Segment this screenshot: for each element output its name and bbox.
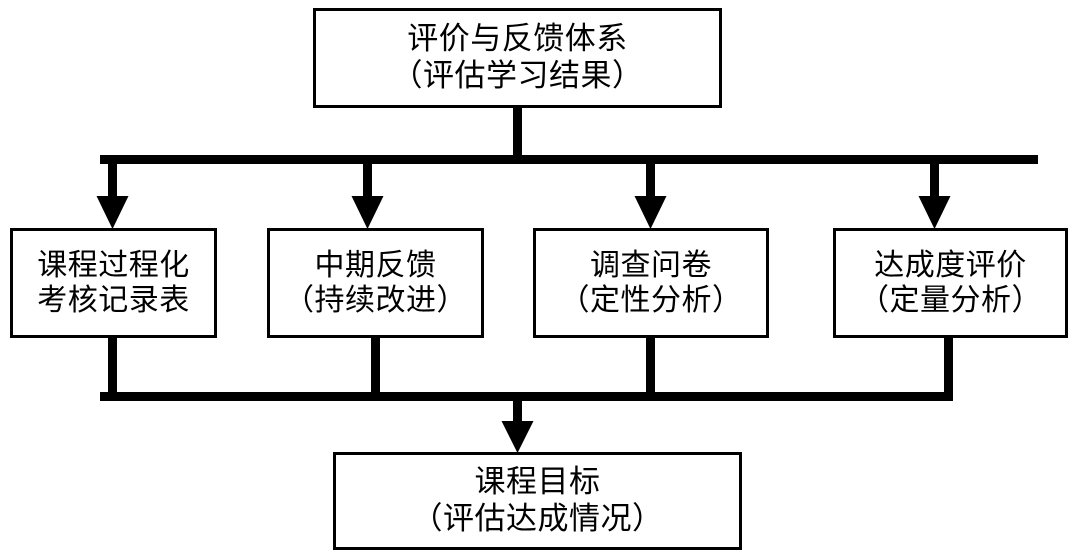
node-midterm-line1: 中期反馈 xyxy=(314,247,437,283)
node-midterm-line2: （持续改进） xyxy=(284,283,467,318)
node-root-line2: （评估学习结果） xyxy=(391,58,644,94)
arrow-root-to-attainment xyxy=(918,155,951,229)
node-attainment-line2: （定量分析） xyxy=(859,283,1042,318)
node-attainment-line1: 达成度评价 xyxy=(874,247,1027,283)
node-root[interactable]: 评价与反馈体系 （评估学习结果） xyxy=(313,8,722,108)
arrow-merge-to-goal xyxy=(501,392,534,453)
node-record-line2: 考核记录表 xyxy=(37,283,190,318)
node-midterm-feedback[interactable]: 中期反馈 （持续改进） xyxy=(267,228,484,338)
node-record-line1: 课程过程化 xyxy=(37,247,190,283)
node-goal-line2: （评估达成情况） xyxy=(411,501,664,537)
connector-survey-drop xyxy=(646,337,655,395)
node-survey-line2: （定性分析） xyxy=(559,283,743,318)
arrow-root-to-survey xyxy=(634,155,667,229)
connector-merge-bus xyxy=(100,392,953,401)
node-goal-line1: 课程目标 xyxy=(474,464,601,501)
arrow-root-to-record xyxy=(96,155,129,229)
node-attainment-evaluation[interactable]: 达成度评价 （定量分析） xyxy=(833,228,1068,338)
connector-record-drop xyxy=(108,337,117,395)
node-course-goal[interactable]: 课程目标 （评估达成情况） xyxy=(333,452,742,550)
connector-root-stem xyxy=(513,106,522,160)
node-survey-line1: 调查问卷 xyxy=(590,247,712,283)
connector-fanout-bus xyxy=(100,155,1038,164)
node-questionnaire[interactable]: 调查问卷 （定性分析） xyxy=(533,228,769,338)
connector-midterm-drop xyxy=(371,337,380,395)
node-course-process-record[interactable]: 课程过程化 考核记录表 xyxy=(10,228,217,338)
node-root-line1: 评价与反馈体系 xyxy=(407,21,628,58)
arrow-root-to-midterm xyxy=(351,155,384,229)
connector-attainment-drop xyxy=(944,337,953,395)
